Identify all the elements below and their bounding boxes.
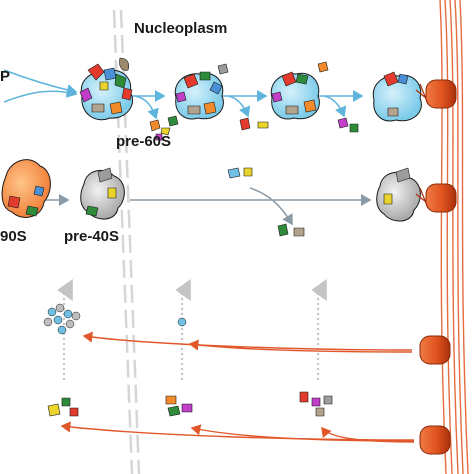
import-dotted-arrows <box>57 279 327 380</box>
complex-90s-label: 90S <box>0 228 27 245</box>
cut-label: P <box>0 68 11 85</box>
released-factors-3 <box>317 61 359 133</box>
pre60s-particle-4 <box>372 71 422 122</box>
nuclear-pore-complex-3 <box>419 335 451 365</box>
recycling-return-arrows <box>60 331 415 443</box>
pre60s-particle-2 <box>174 71 224 120</box>
recycled-factor-cluster-lower <box>47 391 333 417</box>
pre40s-label: pre-40S <box>64 228 120 245</box>
pre40s-flow-arrows <box>44 187 372 226</box>
nuclear-pore-complex-4 <box>419 425 451 455</box>
complex-90s-particle <box>1 159 51 218</box>
released-factors-2 <box>217 63 269 131</box>
nucleoplasm-label: Nucleoplasm <box>134 20 228 37</box>
pre60s-flow-arrows <box>3 69 364 120</box>
pre60s-particle-1 <box>79 57 133 121</box>
pre60s-particle-3 <box>270 71 320 120</box>
nuclear-pore-complex-1 <box>415 79 457 109</box>
recycled-factor-cluster-upper <box>43 303 187 335</box>
nuclear-pore-strands <box>439 0 469 474</box>
nuclear-pore-complex-2 <box>415 183 457 213</box>
pre40s-at-pore <box>376 167 421 222</box>
pre40s-particle <box>80 167 125 220</box>
pre60s-label: pre-60S <box>116 133 172 150</box>
released-factors-1 <box>149 115 179 141</box>
pre40s-released-factors <box>227 167 305 237</box>
